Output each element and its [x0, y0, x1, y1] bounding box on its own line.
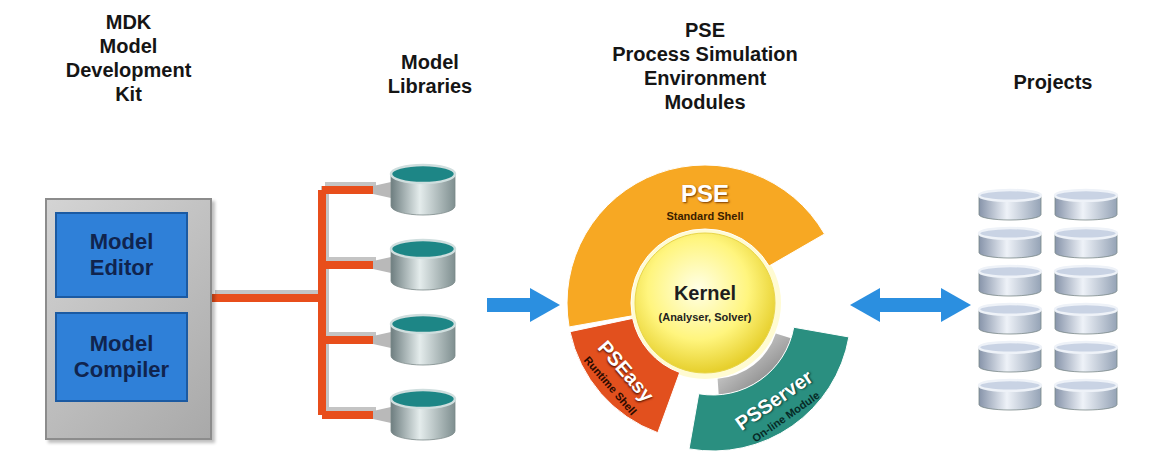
cylinder-top — [391, 240, 455, 258]
cylinder-top — [979, 228, 1041, 239]
text-line: Model — [74, 331, 169, 357]
cylinder-top — [1055, 228, 1117, 239]
group-heading: Model Libraries — [373, 50, 487, 98]
text-holder: Kernel — [674, 281, 736, 305]
text-line: Development — [45, 58, 212, 82]
text-holder: Standard Shell — [666, 210, 743, 223]
module-ring: PSE Process Simulation Environment Modul… — [560, 18, 850, 450]
cylinder-top — [1055, 342, 1117, 353]
text-line: Compiler — [74, 357, 169, 383]
arrow-tip-shadow — [373, 257, 391, 273]
group-heading: PSE Process Simulation Environment Modul… — [560, 18, 850, 114]
cylinder-top — [391, 315, 455, 333]
tool-box: Model Editor — [55, 212, 188, 298]
cylinder-top — [391, 390, 455, 408]
cylinder-top — [1055, 380, 1117, 391]
text-line: PSE — [560, 18, 850, 42]
tool-box: Model Compiler — [55, 312, 188, 402]
cylinder-top — [391, 165, 455, 183]
text-line: Model — [45, 34, 212, 58]
node-outline — [373, 50, 487, 445]
text-line: MDK — [45, 10, 212, 34]
cylinder-top — [979, 266, 1041, 277]
cylinder-top — [1055, 266, 1117, 277]
flow-arrow — [487, 298, 530, 312]
project-stack: Projects — [971, 70, 1135, 420]
arrow-tip-shadow — [373, 182, 391, 198]
cylinder-top — [979, 342, 1041, 353]
text-line: Process Simulation — [560, 42, 850, 66]
text-line: Model — [373, 50, 487, 74]
segment-arc — [689, 327, 849, 451]
group-heading: MDK Model Development Kit — [45, 10, 212, 106]
text-line: Libraries — [373, 74, 487, 98]
box-label: Model Compiler — [74, 331, 169, 383]
segment-subtitle: Standard Shell — [666, 210, 743, 223]
library-stack: Model Libraries — [373, 50, 487, 445]
cylinder-top — [979, 380, 1041, 391]
cylinder-top — [1055, 190, 1117, 201]
text-line: Kit — [45, 82, 212, 106]
text-holder: (Analyser, Solver) — [659, 311, 752, 324]
text-holder: Model Editor — [90, 229, 154, 281]
segment-title: PSE — [681, 180, 729, 208]
flow-arrow — [880, 298, 941, 312]
kernel-disc — [635, 233, 775, 373]
branch-connector — [212, 190, 373, 415]
text-holder: Model Compiler — [74, 331, 169, 383]
text-line: Modules — [560, 90, 850, 114]
cylinder-top — [979, 190, 1041, 201]
cylinder-top — [979, 304, 1041, 315]
kernel-circle: Kernel (Analyser, Solver) — [635, 233, 775, 373]
text-holder: MDK Model Development Kit — [45, 10, 212, 106]
text-holder: Projects — [971, 70, 1135, 94]
kit-group: MDK Model Development KitModel EditorMod… — [45, 10, 212, 442]
kernel-subtitle: (Analyser, Solver) — [659, 311, 752, 324]
kernel-title: Kernel — [674, 281, 736, 305]
text-holder: PSE — [681, 180, 729, 208]
group-heading: Projects — [971, 70, 1135, 94]
cylinder-top — [1055, 304, 1117, 315]
text-line: Environment — [560, 66, 850, 90]
segment-arc — [570, 318, 680, 432]
arrow-tip-shadow — [373, 407, 391, 423]
text-line: Model — [90, 229, 154, 255]
arrow-tip-shadow — [373, 332, 391, 348]
text-holder: PSE Process Simulation Environment Modul… — [560, 18, 850, 114]
text-line: Editor — [90, 255, 154, 281]
kit-frame: Model EditorModel Compiler — [45, 198, 212, 440]
node-outline — [971, 70, 1135, 420]
text-holder: Model Libraries — [373, 50, 487, 98]
box-label: Model Editor — [90, 229, 154, 281]
